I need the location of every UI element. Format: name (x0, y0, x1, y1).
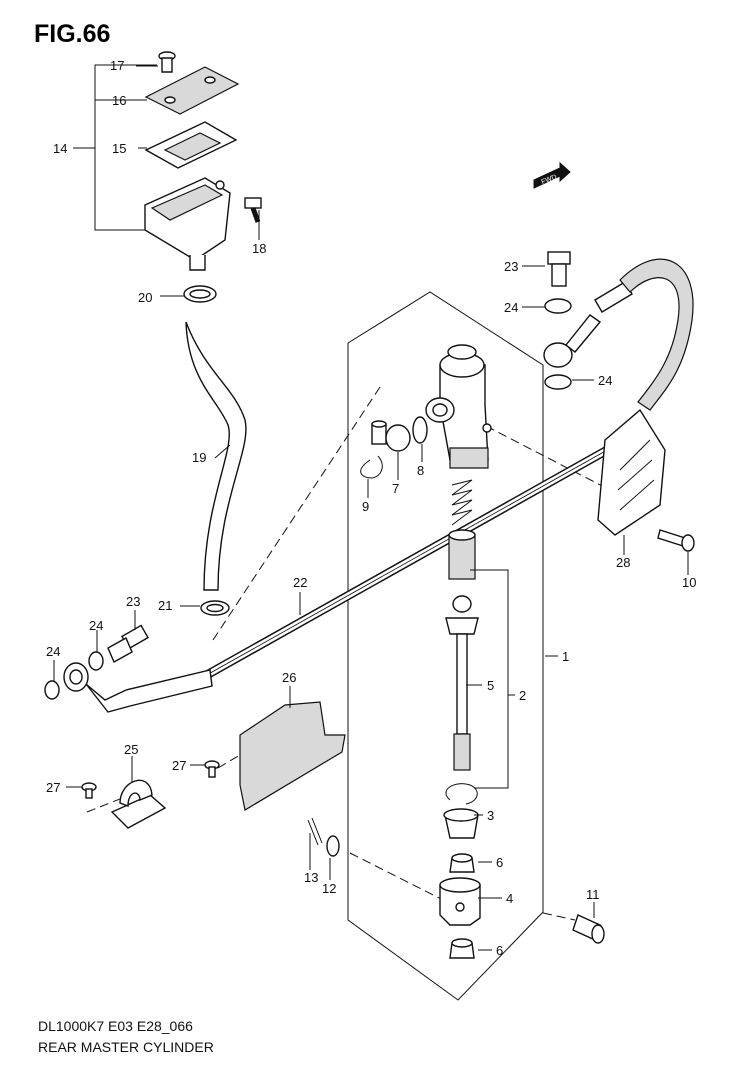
callout-16: 16 (112, 93, 126, 108)
washer-24-lower-right (544, 374, 572, 390)
callout-17: 17 (110, 58, 124, 73)
callout-24-d: 24 (598, 373, 612, 388)
bolt-18 (244, 197, 262, 223)
washer-24 (88, 651, 104, 671)
callout-27-lower: 27 (46, 780, 60, 795)
screw-17 (158, 51, 176, 73)
washer-12 (326, 835, 340, 857)
guide-line (349, 852, 456, 907)
fitting-7 (371, 420, 411, 452)
callout-6-lower: 6 (496, 943, 503, 958)
callout-24-a: 24 (89, 618, 103, 633)
caption-code: DL1000K7 E03 E28_066 (38, 1018, 193, 1034)
push-rod-5 (445, 595, 479, 771)
callout-3: 3 (487, 808, 494, 823)
piston (448, 529, 476, 580)
callout-22: 22 (293, 575, 307, 590)
callout-21: 21 (158, 598, 172, 613)
callout-28: 28 (616, 555, 630, 570)
clevis-4 (439, 877, 481, 926)
callout-6-upper: 6 (496, 855, 503, 870)
callout-13: 13 (304, 870, 318, 885)
callout-27-upper: 27 (172, 758, 186, 773)
clamp-20 (183, 285, 217, 303)
o-ring-8 (412, 416, 428, 444)
screw-27-upper (204, 760, 220, 778)
callout-24-c: 24 (504, 300, 518, 315)
master-cylinder-body (425, 344, 492, 469)
banjo-fitting (63, 662, 213, 713)
callout-15: 15 (112, 141, 126, 156)
clamp-21 (200, 600, 230, 616)
reservoir-body (144, 177, 231, 271)
callout-24-b: 24 (46, 644, 60, 659)
diaphragm-15 (144, 121, 238, 169)
nut-6-upper (449, 853, 475, 873)
callout-23-upper: 23 (504, 259, 518, 274)
callout-1: 1 (562, 649, 569, 664)
guide-line (217, 751, 246, 769)
callout-8: 8 (417, 463, 424, 478)
callout-9: 9 (362, 499, 369, 514)
bracket-28 (597, 408, 666, 536)
fwd-arrow: FWD (533, 161, 571, 189)
nut-6-lower (449, 938, 475, 959)
callout-2: 2 (519, 688, 526, 703)
circlip-lower (445, 783, 478, 805)
callout-11: 11 (586, 887, 600, 902)
guide-line (542, 912, 576, 921)
circlip-9 (360, 455, 383, 479)
pin-11 (572, 914, 605, 944)
callout-5: 5 (487, 678, 494, 693)
callout-4: 4 (506, 891, 513, 906)
brake-hose (543, 258, 694, 411)
reservoir-cap-16 (144, 66, 240, 115)
callout-19: 19 (192, 450, 206, 465)
washer-24-upper (544, 298, 572, 314)
cable-22 (177, 436, 628, 694)
callout-20: 20 (138, 290, 152, 305)
callout-25: 25 (124, 742, 138, 757)
caption-title: REAR MASTER CYLINDER (38, 1039, 214, 1055)
clamp-25 (110, 779, 167, 829)
callout-7: 7 (392, 481, 399, 496)
boot-3 (443, 808, 479, 839)
leader-lines (53, 65, 689, 951)
assembly-outline (347, 291, 544, 1001)
bolt-10 (657, 529, 695, 552)
bolt-23-lower (107, 624, 149, 663)
callout-12: 12 (322, 881, 336, 896)
callout-10: 10 (682, 575, 696, 590)
cotter-pin-13 (307, 817, 323, 846)
guide-line (212, 383, 383, 641)
bolt-23-upper (547, 251, 571, 287)
figure-title: FIG.66 (34, 20, 110, 48)
callout-18: 18 (252, 241, 266, 256)
screw-27-lower (81, 782, 97, 799)
callout-23-lower: 23 (126, 594, 140, 609)
guide-line (86, 796, 126, 813)
callout-14: 14 (53, 141, 67, 156)
hose-19 (185, 321, 247, 591)
guide-line (485, 425, 611, 491)
washer-24 (44, 680, 60, 700)
guard-26 (239, 701, 346, 811)
spring (451, 479, 473, 526)
callout-26: 26 (282, 670, 296, 685)
